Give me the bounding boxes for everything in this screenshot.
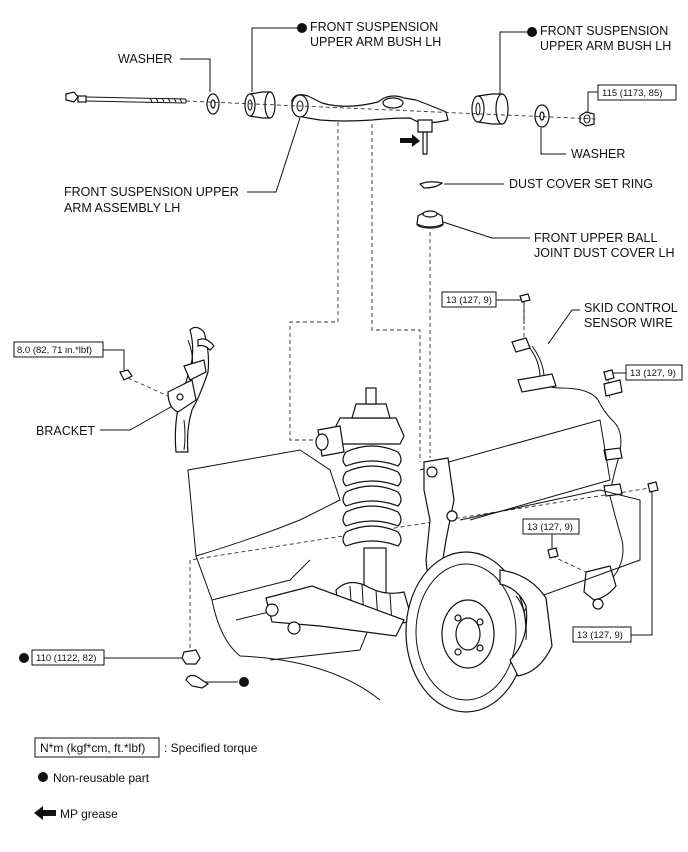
legend-grease-arrow-icon <box>34 806 56 820</box>
torque-sensor-top: 13 (127, 9) <box>446 295 492 306</box>
nonreusable-dot-bush-left-icon <box>297 23 307 33</box>
torque-box-nut-upper: 115 (1173, 85) <box>597 84 677 101</box>
bracket-label: BRACKET <box>36 424 95 438</box>
legend-torque-box-text: N*m (kgf*cm, ft.*lbf) <box>40 741 145 755</box>
torque-box-sensor-lower: 13 (127, 9) <box>522 518 580 535</box>
torque-sensor-right: 13 (127, 9) <box>630 368 676 379</box>
torque-bracket: 8.0 (82, 71 in.*lbf) <box>17 345 92 356</box>
legend-nonreusable-text: Non-reusable part <box>53 771 150 785</box>
nonreusable-dot-bush-right-icon <box>527 27 537 37</box>
dust-cover-ring-part <box>418 181 444 189</box>
dust-cover-label-2: JOINT DUST COVER LH <box>534 246 675 260</box>
torque-box-sensor-right: 13 (127, 9) <box>625 364 683 381</box>
upper-arm-part <box>291 94 449 155</box>
dust-cover-part <box>416 210 444 229</box>
bracket-bolt-part <box>119 369 133 381</box>
legend-grease-text: MP grease <box>60 807 118 821</box>
dust-ring-label: DUST COVER SET RING <box>509 177 653 191</box>
torque-box-bracket: 8.0 (82, 71 in.*lbf) <box>13 341 104 358</box>
torque-box-lower-nut: 110 (1122, 82) <box>31 649 105 666</box>
upper-arm-axis <box>185 100 597 120</box>
sensor-wire-part <box>511 337 624 610</box>
legend: N*m (kgf*cm, ft.*lbf) : Specified torque… <box>34 737 258 821</box>
washer-right-part <box>534 104 550 128</box>
torque-lower-nut: 110 (1122, 82) <box>36 653 96 664</box>
legend-torque-text: : Specified torque <box>164 741 258 755</box>
skid-label-2: SENSOR WIRE <box>584 316 673 330</box>
bush-left-label-2: UPPER ARM BUSH LH <box>310 35 441 49</box>
skid-label-1: SKID CONTROL <box>584 301 678 315</box>
washer-right-label: WASHER <box>571 147 625 161</box>
upper-arm-bolt <box>65 91 187 104</box>
upper-arm-label-2: ARM ASSEMBLY LH <box>64 201 180 215</box>
bush-left-part <box>244 91 276 119</box>
torque-sensor-bottom: 13 (127, 9) <box>577 630 623 641</box>
upper-arm-label-1: FRONT SUSPENSION UPPER <box>64 185 239 199</box>
suspension-assembly <box>187 387 641 713</box>
bush-right-part <box>471 93 509 125</box>
torque-nut-upper: 115 (1173, 85) <box>602 88 662 99</box>
legend-nonreusable-icon <box>38 772 48 782</box>
torque-box-sensor-bottom: 13 (127, 9) <box>572 626 632 643</box>
dust-cover-label-1: FRONT UPPER BALL <box>534 231 657 245</box>
washer-left-part <box>206 93 220 115</box>
grease-arrow-icon <box>400 134 420 147</box>
assembly-guides <box>127 122 651 648</box>
torque-box-sensor-top: 13 (127, 9) <box>441 291 497 308</box>
bush-right-label-2: UPPER ARM BUSH LH <box>540 39 671 53</box>
torque-sensor-lower: 13 (127, 9) <box>527 522 573 533</box>
bush-left-label-1: FRONT SUSPENSION <box>310 20 438 34</box>
cotter-pin-part <box>185 674 210 689</box>
bracket-hose-part <box>167 326 215 453</box>
washer-left-label: WASHER <box>118 52 172 66</box>
legend-torque-box <box>34 737 160 758</box>
nonreusable-dot-cotter-icon <box>239 677 249 687</box>
bush-right-label-1: FRONT SUSPENSION <box>540 24 668 38</box>
nonreusable-dot-lower-nut-icon <box>19 653 29 663</box>
lower-nut-part <box>181 649 201 665</box>
sensor-bolts <box>519 293 659 559</box>
